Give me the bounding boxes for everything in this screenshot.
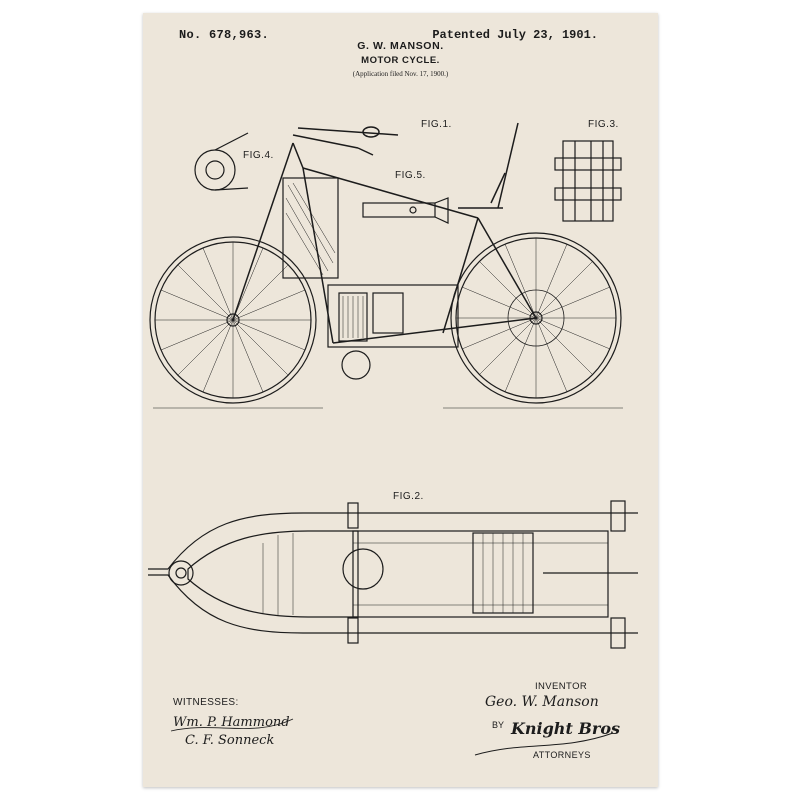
inventor-signature: Geo. W. Manson [485,694,599,710]
fig3-label: FIG.3. [588,119,619,130]
by-label: BY [492,720,505,730]
attorney-signature: Knight Bros [511,719,621,738]
fig4-sprocket [194,132,249,191]
inventor-name: G. W. MANSON. [357,40,444,52]
fig5-label: FIG.5. [395,170,426,181]
patent-number: No. 678,963. [179,28,270,42]
witness-signature-1: Wm. P. Hammond [173,715,290,730]
patent-date: Patented July 23, 1901. [432,28,598,42]
fig1-label: FIG.1. [421,119,452,130]
application-filed: (Application filed Nov. 17, 1900.) [352,70,449,78]
fig5-valve [362,197,449,224]
motor [282,177,459,380]
invention-title: MOTOR CYCLE. [361,55,440,66]
inventor-label: INVENTOR [535,681,588,692]
fig2-label: FIG.2. [393,491,424,502]
fig2-plan [148,500,638,649]
patent-sheet: No. 678,963. Patented July 23, 1901. G. … [143,13,658,787]
witness-signature-2: C. F. Sonneck [185,733,275,748]
frame [232,122,537,344]
patent-drawing [148,122,638,756]
witnesses-label: WITNESSES: [173,697,239,708]
attorneys-label: ATTORNEYS [533,750,591,760]
fig3-gear [554,140,622,222]
fig4-label: FIG.4. [243,150,274,161]
